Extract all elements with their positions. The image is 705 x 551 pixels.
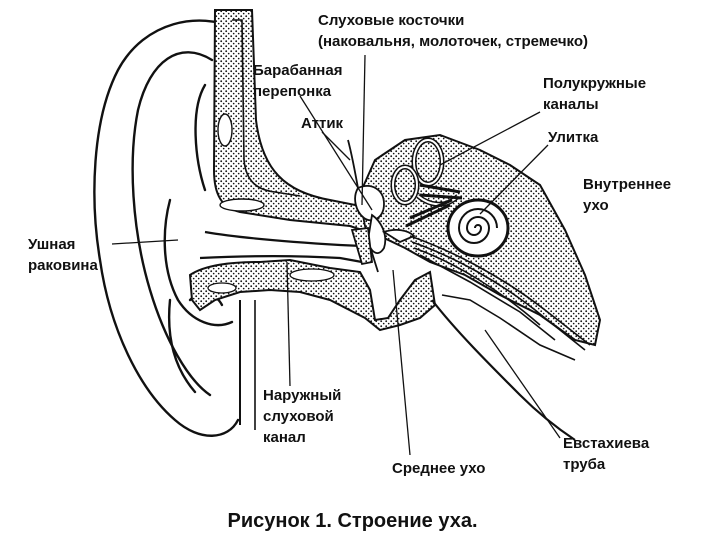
cochlea-shape xyxy=(446,198,510,258)
label-ear-canal-line3: канал xyxy=(263,429,306,446)
label-attic-text: Аттик xyxy=(301,115,344,132)
semicircular-canals-shape xyxy=(390,137,460,207)
label-middle-ear: Среднее ухо xyxy=(392,458,485,479)
label-inner-ear: Внутреннее ухо xyxy=(583,174,671,216)
temporal-bone-lower xyxy=(188,258,437,430)
label-eustachian-line1: Евстахиева xyxy=(563,435,650,452)
label-eustachian-line2: труба xyxy=(563,456,606,473)
label-cochlea: Улитка xyxy=(548,127,598,148)
label-eardrum-line2: перепонка xyxy=(253,83,332,100)
auricle-shape xyxy=(93,19,240,437)
label-inner-ear-line2: ухо xyxy=(583,197,609,214)
label-middle-ear-text: Среднее ухо xyxy=(392,460,486,477)
label-auricle-line2: раковина xyxy=(28,257,98,274)
label-auricle: Ушная раковина xyxy=(28,234,98,276)
figure-caption: Рисунок 1. Строение уха. xyxy=(227,510,478,532)
label-eardrum-line1: Барабанная xyxy=(253,62,343,79)
label-ear-canal-line2: слуховой xyxy=(263,408,334,425)
vestibule-marks xyxy=(405,183,463,228)
label-eardrum: Барабанная перепонка xyxy=(253,60,342,102)
label-semicircular-canals: Полукружные каналы xyxy=(543,73,646,115)
label-auricle-line1: Ушная xyxy=(28,236,76,253)
label-cochlea-text: Улитка xyxy=(548,129,599,146)
ear-canal-outline xyxy=(199,230,363,264)
label-ossicles-line2: (наковальня, молоточек, стремечко) xyxy=(318,33,589,50)
eustachian-tube-shape xyxy=(409,235,591,441)
temporal-bone-upper xyxy=(212,9,602,347)
label-semicircular-line1: Полукружные xyxy=(543,75,647,92)
label-eustachian-tube: Евстахиева труба xyxy=(563,433,649,475)
label-semicircular-line2: каналы xyxy=(543,96,599,113)
label-ear-canal-line1: Наружный xyxy=(263,387,342,404)
label-ossicles-line1: Слуховые косточки xyxy=(318,12,465,29)
label-inner-ear-line1: Внутреннее xyxy=(583,176,672,193)
leader-lines xyxy=(111,54,561,456)
label-ear-canal: Наружный слуховой канал xyxy=(263,385,341,448)
label-ossicles: Слуховые косточки (наковальня, молоточек… xyxy=(318,10,588,52)
label-attic: Аттик xyxy=(301,113,343,134)
